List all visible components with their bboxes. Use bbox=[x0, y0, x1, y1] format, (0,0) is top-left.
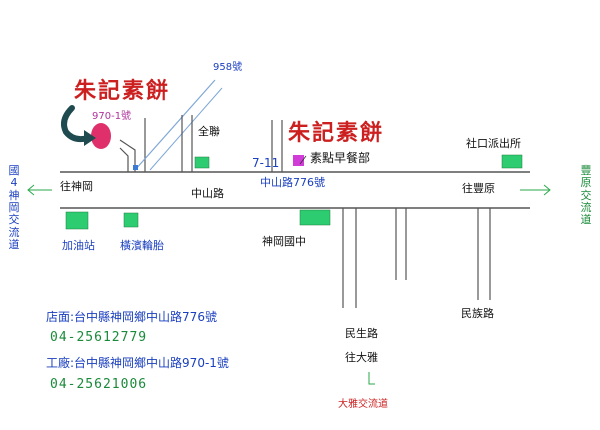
factory-address: 工廠:台中縣神岡鄉中山路970-1號 bbox=[46, 356, 229, 370]
quanlian-marker bbox=[194, 156, 210, 169]
factory-pin bbox=[91, 123, 111, 149]
label-tire-shop: 橫濱輪胎 bbox=[120, 239, 164, 252]
label-gas-station: 加油站 bbox=[62, 239, 95, 252]
store-pointer bbox=[299, 155, 307, 165]
west-arrow-head bbox=[27, 184, 35, 196]
store-marker bbox=[293, 155, 304, 166]
factory-arrow bbox=[61, 105, 91, 143]
shop-lane bbox=[119, 139, 136, 172]
junior-high-marker bbox=[299, 209, 331, 226]
label-minsheng: 民生路 bbox=[345, 327, 378, 340]
label-junior-high: 神岡國中 bbox=[262, 235, 306, 248]
label-to-daya: 往大雅 bbox=[345, 351, 378, 364]
label-breakfast: 素點早餐部 bbox=[310, 151, 371, 165]
south-arrow bbox=[368, 372, 375, 385]
store-address: 店面:台中縣神岡鄉中山路776號 bbox=[46, 310, 217, 324]
factory-dot bbox=[133, 165, 138, 170]
shop-name-top: 朱記素餅 bbox=[74, 78, 171, 104]
diagonal-road-958 bbox=[134, 79, 216, 171]
factory-phone: 04-25621006 bbox=[50, 377, 148, 392]
label-police: 社口派出所 bbox=[466, 137, 521, 150]
east-arrow-head bbox=[543, 184, 551, 196]
gas-station-marker bbox=[65, 211, 89, 230]
tire-shop-marker bbox=[123, 212, 139, 228]
label-daya-interchange: 大雅交流道 bbox=[338, 399, 388, 410]
shop-lane-2 bbox=[119, 147, 129, 172]
label-to-shengang: 往神岡 bbox=[60, 180, 93, 193]
label-958: 958號 bbox=[213, 62, 243, 73]
label-quanlian: 全聯 bbox=[198, 125, 220, 138]
label-zhongshan-776: 中山路776號 bbox=[260, 176, 325, 189]
factory-number: 970-1號 bbox=[92, 111, 132, 122]
store-phone: 04-25612779 bbox=[50, 330, 148, 345]
label-fengyuan-interchange: 豐原交流道 bbox=[580, 164, 592, 227]
label-minzu: 民族路 bbox=[461, 307, 494, 320]
factory-arrow-head bbox=[84, 130, 96, 146]
shop-name-right: 朱記素餅 bbox=[288, 120, 385, 146]
label-zhongshan: 中山路 bbox=[191, 187, 224, 200]
police-marker bbox=[501, 154, 523, 169]
diagonal-road-958-2 bbox=[149, 87, 223, 171]
label-interchange-4: 國4神岡交流道 bbox=[8, 164, 20, 251]
label-to-fengyuan: 往豐原 bbox=[462, 182, 495, 195]
label-seven-eleven: 7-11 bbox=[252, 156, 280, 170]
